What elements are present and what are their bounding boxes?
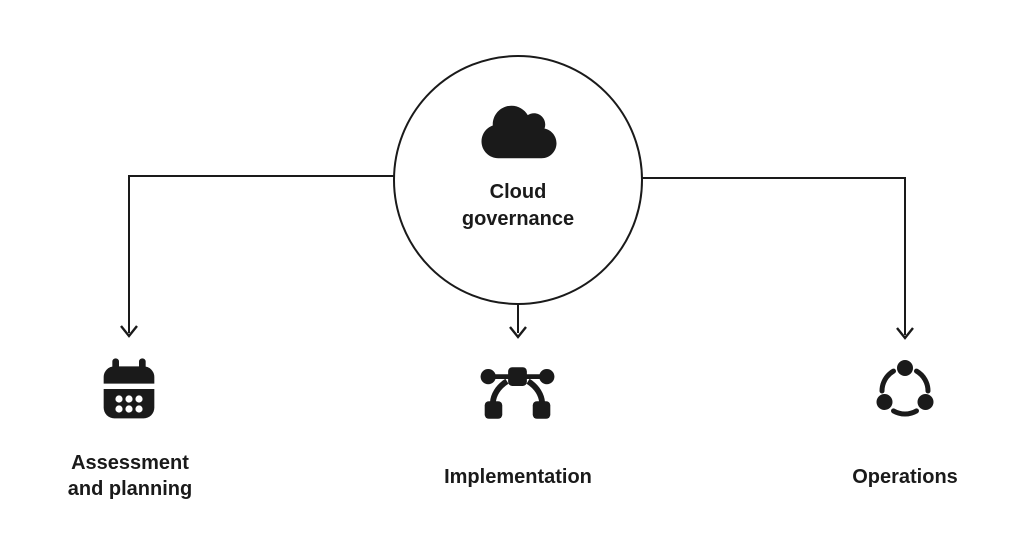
calendar-icon [103, 358, 155, 419]
root-node-circle: Cloud governance [393, 55, 643, 305]
connector-left [120, 175, 396, 338]
connector-center [509, 302, 527, 339]
cloud-icon [481, 105, 557, 159]
node-label-implementation: Implementation [444, 466, 592, 488]
root-node-label: Cloud governance [461, 181, 575, 230]
share-nodes-icon [876, 360, 934, 417]
bezier-curve-icon [480, 367, 555, 419]
node-label-operations: Operations [852, 466, 958, 488]
node-label-assessment-and-planning: Assessment and planning [67, 452, 193, 500]
connector-right [640, 177, 914, 340]
